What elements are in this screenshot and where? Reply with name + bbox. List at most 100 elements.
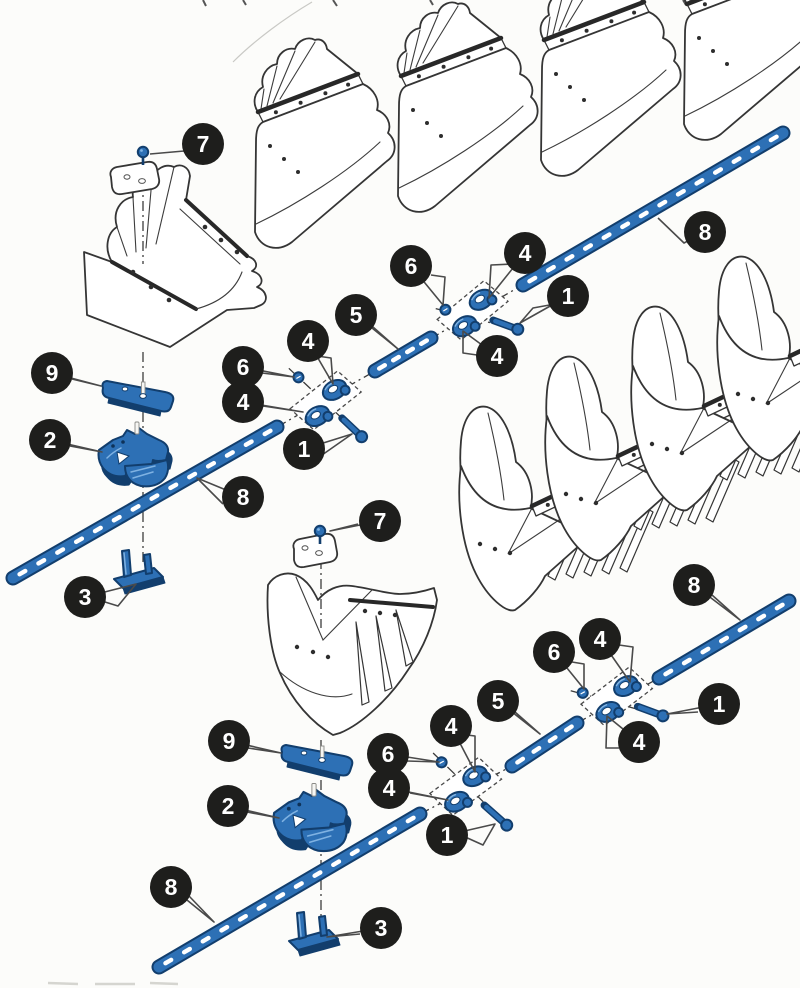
callout-number: 2 <box>44 427 57 453</box>
bucket-rear-4 <box>684 0 800 140</box>
callout-circle <box>283 428 325 470</box>
nut-part-6 <box>292 371 305 384</box>
chain-link-slot <box>620 221 631 230</box>
chain-link-slot <box>168 482 179 491</box>
callout-6: 6 <box>222 346 295 388</box>
chain-link-slot <box>149 493 160 501</box>
bolt-part-1 <box>338 414 369 444</box>
callout-number: 1 <box>441 822 454 848</box>
bucket-single-bottom <box>266 572 438 736</box>
chain-link-slot <box>92 525 103 534</box>
shackle-cluster-bottom-right <box>570 666 670 727</box>
callout-8: 8 <box>657 211 726 253</box>
callout-circle <box>222 476 264 518</box>
shackle-cluster-mid-left <box>288 367 369 444</box>
chain-link-slot <box>262 428 273 437</box>
bucket-rear-1 <box>255 38 395 247</box>
callout-5: 5 <box>477 680 541 735</box>
callout-3: 3 <box>326 907 402 949</box>
chain-link-slot <box>386 826 398 835</box>
callout-8: 8 <box>673 564 741 621</box>
callout-number: 4 <box>519 240 532 266</box>
callout-number: 8 <box>699 219 712 245</box>
nut-part-6 <box>435 756 448 769</box>
chain-5-middle <box>367 330 439 379</box>
callout-circle <box>222 346 264 388</box>
callout-6: 6 <box>533 631 585 690</box>
chain-link-slot <box>404 346 416 355</box>
bolt-part-1 <box>633 702 670 723</box>
callout-8: 8 <box>196 476 264 518</box>
callout-6: 6 <box>390 245 446 306</box>
callout-number: 8 <box>165 874 178 900</box>
chain-8-bottom-right <box>651 593 797 686</box>
chain-8-top-right <box>515 125 791 293</box>
callout-circle <box>64 576 106 618</box>
callout-number: 9 <box>223 728 236 754</box>
scan-artifacts <box>47 0 687 986</box>
chain-link-slot <box>200 935 211 944</box>
callout-number: 8 <box>237 484 250 510</box>
shackle-half-part-4 <box>304 405 334 428</box>
callout-1: 1 <box>519 275 589 324</box>
callout-number: 4 <box>237 389 250 415</box>
chain-link-slot <box>312 870 323 878</box>
chain-link-slot <box>712 167 724 175</box>
callout-number: 4 <box>383 775 396 801</box>
chain-link-slot <box>390 354 402 363</box>
axis-cluster-mid-left <box>276 370 376 428</box>
callout-leader-line <box>307 340 334 385</box>
callout-circle <box>207 785 249 827</box>
shackle-half-part-4 <box>451 315 481 338</box>
chain-link-slot <box>111 514 122 523</box>
shackle-half-part-4 <box>595 700 625 723</box>
chain-link-slot <box>349 848 360 857</box>
chain-link-slot <box>130 504 141 512</box>
callout-circle <box>390 245 432 287</box>
callout-leader-line <box>488 252 526 299</box>
callout-2: 2 <box>29 419 103 461</box>
callout-number: 4 <box>594 626 607 652</box>
chain-link-slot <box>331 859 342 868</box>
callout-circle <box>31 352 73 394</box>
callout-leader-line <box>553 651 585 690</box>
callout-8: 8 <box>150 866 215 923</box>
callout-number: 1 <box>562 283 575 309</box>
callout-number: 6 <box>382 741 395 767</box>
shackle-half-part-4 <box>613 675 642 698</box>
callout-circle <box>579 618 621 660</box>
nut-part-6 <box>576 686 589 699</box>
chain-link-slot <box>237 913 248 922</box>
chain-link-slot <box>73 536 85 545</box>
callout-6: 6 <box>367 733 440 775</box>
chain-link-slot <box>163 957 174 966</box>
callout-circle <box>182 123 224 165</box>
chain-link-slot <box>564 253 575 262</box>
callout-leader-line <box>462 330 498 357</box>
bucket-single-top-left <box>83 164 267 348</box>
callout-number: 5 <box>492 688 505 714</box>
callout-number: 1 <box>298 436 311 462</box>
chain-link-slot <box>515 756 526 765</box>
callout-4: 4 <box>462 330 518 377</box>
chain-link-slot <box>774 602 785 611</box>
callout-circle <box>287 320 329 362</box>
callout-number: 7 <box>197 131 210 157</box>
shackle-half-part-4 <box>462 765 492 788</box>
retainer-strip-bottom <box>292 532 339 569</box>
chain-link-slot <box>681 657 692 666</box>
callout-4: 4 <box>222 381 304 423</box>
callout-number: 6 <box>405 253 418 279</box>
chain-link-slot <box>582 243 594 251</box>
callout-number: 4 <box>491 343 504 369</box>
callout-circle <box>360 907 402 949</box>
callout-4: 4 <box>605 715 660 763</box>
callout-5: 5 <box>335 294 399 350</box>
callout-number: 1 <box>713 691 726 717</box>
chain-link-slot <box>531 745 542 754</box>
callout-number: 9 <box>46 360 59 386</box>
callout-circle <box>368 767 410 809</box>
callout-circle <box>359 500 401 542</box>
shackle-clusters-layer <box>288 279 670 832</box>
